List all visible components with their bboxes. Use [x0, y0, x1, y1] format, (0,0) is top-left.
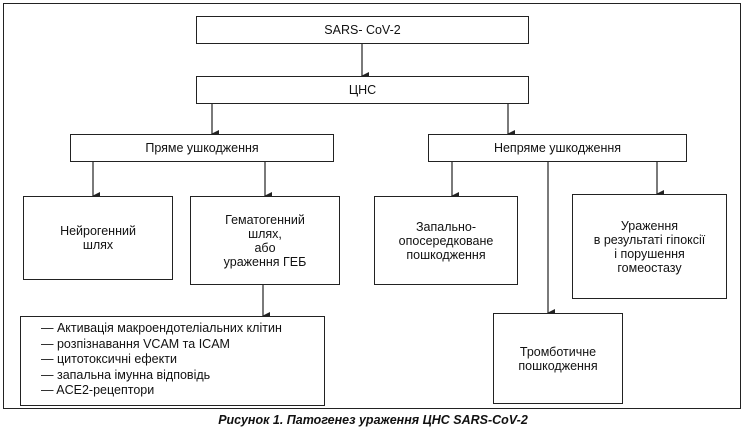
figure-caption: Рисунок 1. Патогенез ураження ЦНС SARS-C… — [218, 413, 528, 427]
node-sars-cov-2: SARS- CoV-2 — [196, 16, 529, 44]
node-indirect-damage: Непряме ушкодження — [428, 134, 687, 162]
node-hypoxia-damage: Ураження в результаті гіпоксії і порушен… — [572, 194, 727, 299]
node-neurogenic-path: Нейрогенний шлях — [23, 196, 173, 280]
mechanism-item: — цитотоксичні ефекти — [41, 352, 177, 366]
diagram-frame — [3, 3, 741, 409]
node-cns: ЦНС — [196, 76, 529, 104]
mechanism-item: — запальна імунна відповідь — [41, 367, 211, 382]
node-direct-damage: Пряме ушкодження — [70, 134, 334, 162]
node-hematogenic-path: Гематогенний шлях, або ураження ГЕБ — [190, 196, 340, 285]
mechanism-item: — Активація макроендотеліальних клітин — [41, 321, 282, 335]
mechanism-item: — розпізнавання VCAM та ICAM — [41, 336, 230, 351]
mechanism-item: — ACE2-рецептори — [41, 383, 155, 397]
mechanisms-list: — Активація макроендотеліальних клітин —… — [20, 316, 325, 406]
node-thrombotic-damage: Тромботичне пошкодження — [493, 313, 623, 404]
node-inflammatory-damage: Запально- опосередковане пошкодження — [374, 196, 518, 285]
